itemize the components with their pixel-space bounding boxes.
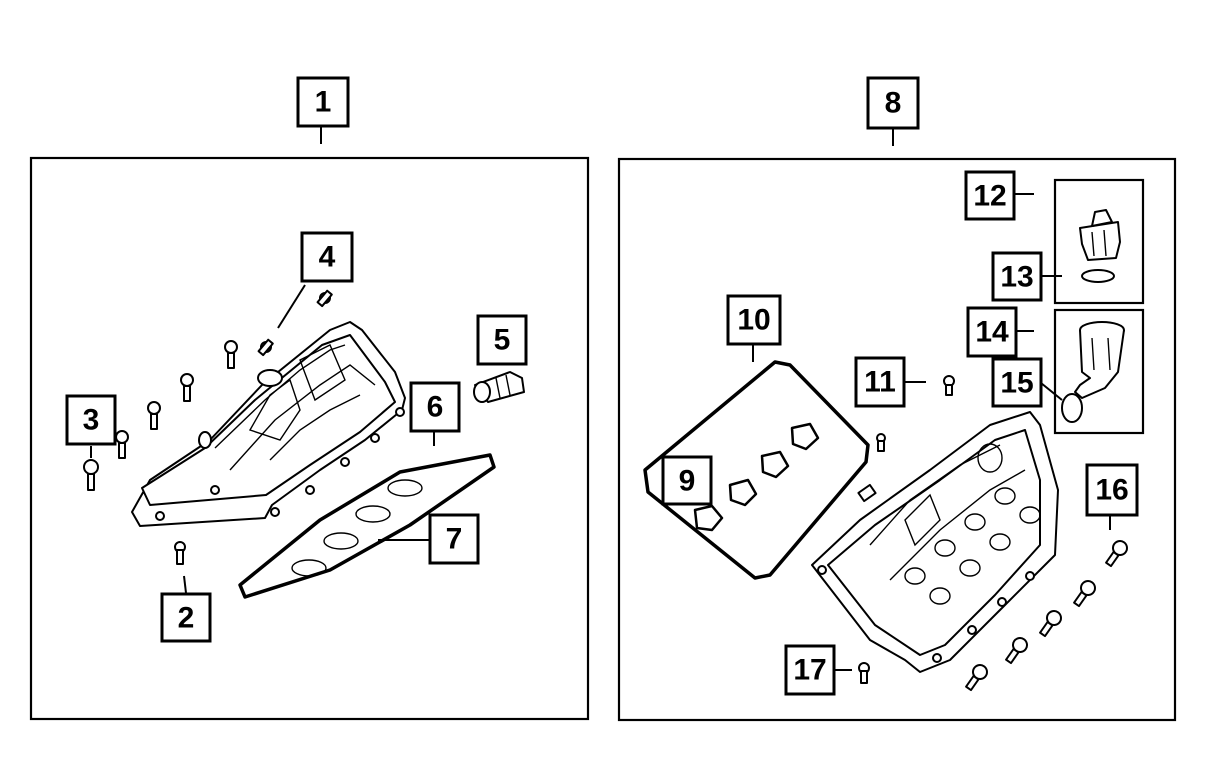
bolt-11-drawing [876, 375, 955, 452]
inset-box-14-15 [1053, 308, 1145, 435]
callout-12[interactable]: 12 [964, 170, 1034, 221]
oil-fill-tube-drawing [1061, 321, 1125, 423]
callout-8[interactable]: 8 [866, 76, 920, 130]
valve-cover-right-drawing [811, 411, 1059, 673]
svg-text:11: 11 [864, 366, 896, 399]
callout-11[interactable]: 11 [854, 356, 926, 408]
oil-fill-cap-drawing [1079, 209, 1121, 283]
svg-text:1: 1 [315, 86, 332, 119]
callout-17[interactable]: 17 [784, 644, 852, 696]
svg-text:6: 6 [427, 391, 444, 424]
callout-1[interactable]: 1 [296, 76, 350, 128]
right-assembly-panel [617, 157, 1177, 722]
svg-text:5: 5 [494, 324, 511, 357]
callout-2[interactable]: 2 [160, 575, 212, 643]
svg-text:7: 7 [446, 523, 463, 556]
callout-14[interactable]: 14 [966, 306, 1034, 358]
svg-text:14: 14 [975, 316, 1009, 349]
callout-6[interactable]: 6 [409, 381, 461, 446]
stud-set-drawing [257, 289, 333, 357]
sensor-5-drawing [473, 371, 525, 403]
bolt-2-drawing [174, 541, 186, 565]
callout-15[interactable]: 15 [991, 357, 1063, 408]
callout-9[interactable]: 9 [661, 455, 713, 506]
bolt-17-drawing [858, 662, 870, 684]
gasket-right-drawing [643, 360, 870, 580]
svg-text:4: 4 [319, 241, 336, 274]
svg-text:3: 3 [83, 404, 100, 437]
callout-3[interactable]: 3 [65, 394, 117, 458]
gasket-left-drawing [238, 453, 496, 599]
svg-text:8: 8 [885, 87, 902, 120]
svg-text:13: 13 [1000, 261, 1033, 294]
bolt-set-left-drawing [83, 340, 238, 491]
svg-text:9: 9 [679, 465, 696, 498]
valve-cover-left-drawing [131, 321, 406, 527]
bolt-set-right-drawing [965, 540, 1128, 692]
svg-text:15: 15 [1000, 367, 1033, 400]
svg-text:12: 12 [973, 180, 1006, 213]
callout-5[interactable]: 5 [476, 314, 528, 366]
callout-10[interactable]: 10 [726, 294, 782, 362]
svg-text:17: 17 [793, 654, 826, 687]
callout-4[interactable]: 4 [277, 231, 354, 329]
left-assembly-panel [29, 156, 590, 721]
callout-7[interactable]: 7 [378, 513, 480, 565]
callout-16[interactable]: 16 [1085, 463, 1139, 530]
callout-13[interactable]: 13 [991, 251, 1062, 302]
inset-box-12-13 [1053, 178, 1145, 305]
svg-text:2: 2 [178, 602, 195, 635]
svg-text:16: 16 [1095, 474, 1128, 507]
svg-text:10: 10 [737, 304, 770, 337]
